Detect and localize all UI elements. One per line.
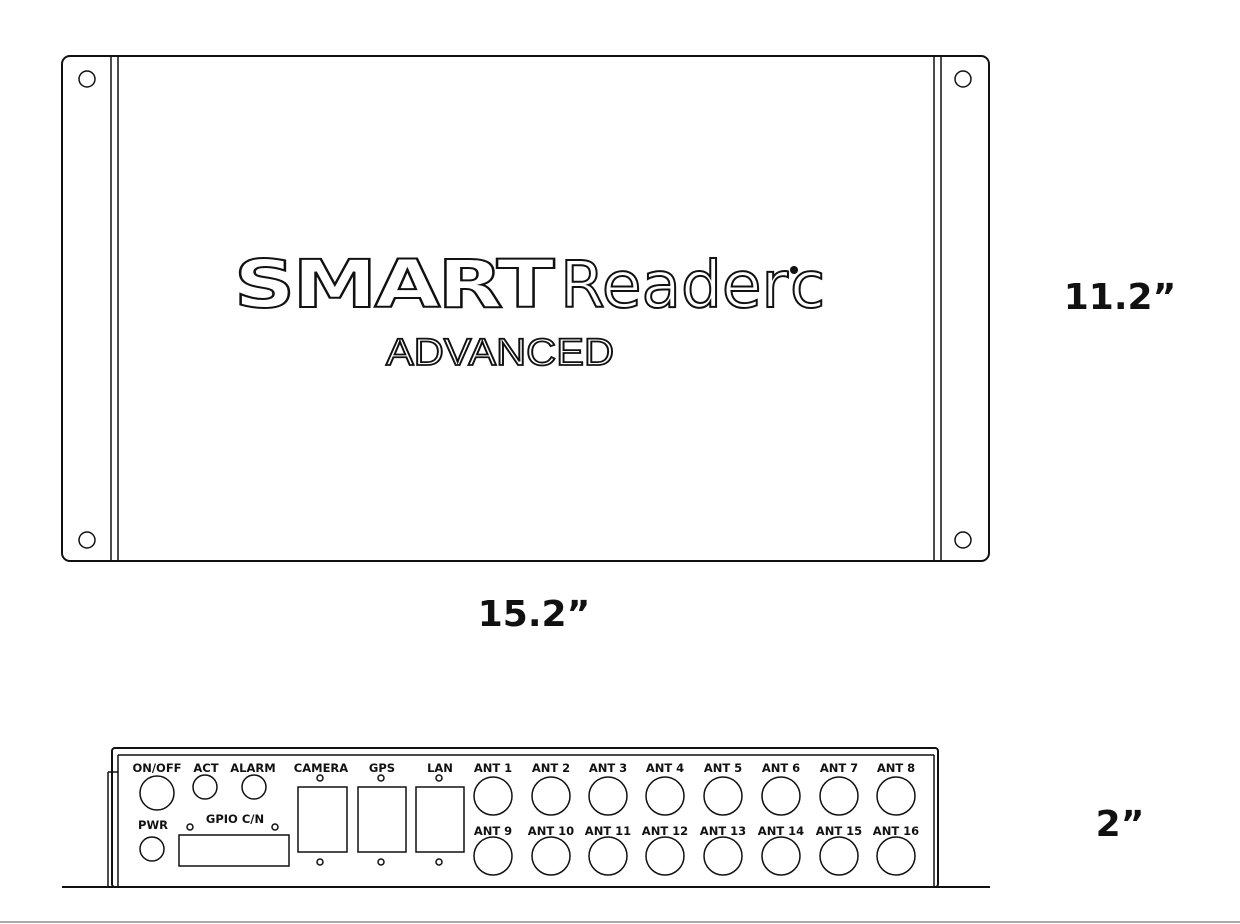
- logo-reader: Reader: [560, 249, 789, 323]
- screw-hole: [271, 823, 279, 831]
- camera-label: CAMERA: [294, 761, 348, 775]
- antenna-port: [819, 836, 859, 876]
- antenna-label: ANT 5: [704, 761, 742, 775]
- antenna-port: [819, 776, 859, 816]
- depth-dimension: 2”: [1096, 804, 1145, 845]
- screw-hole: [316, 774, 324, 782]
- antenna-label: ANT 13: [700, 824, 746, 838]
- logo-edition: ADVANCED: [386, 332, 614, 374]
- panel-outline: [111, 747, 939, 888]
- alarm-label: ALARM: [230, 761, 275, 775]
- screw-hole: [435, 858, 443, 866]
- on-off-label: ON/OFF: [132, 761, 181, 775]
- antenna-label: ANT 16: [873, 824, 919, 838]
- antenna-label: ANT 2: [532, 761, 570, 775]
- antenna-port: [876, 836, 916, 876]
- screw-hole: [377, 858, 385, 866]
- front-panel: ON/OFF ACT ALARM PWR GPIO C/N CAMERA GPS…: [62, 747, 990, 888]
- antenna-port: [876, 776, 916, 816]
- antenna-label: ANT 4: [646, 761, 684, 775]
- antenna-port: [703, 776, 743, 816]
- gpio-port: [178, 834, 290, 867]
- mounting-hole: [954, 70, 972, 88]
- screw-hole: [316, 858, 324, 866]
- antenna-label: ANT 3: [589, 761, 627, 775]
- logo-mark: c: [790, 249, 825, 323]
- enclosure-outline: [61, 55, 990, 562]
- on-off-switch: [139, 775, 175, 811]
- act-led: [192, 774, 218, 800]
- gpio-label: GPIO C/N: [206, 812, 264, 826]
- antenna-label: ANT 6: [762, 761, 800, 775]
- mounting-hole: [78, 70, 96, 88]
- antenna-port: [588, 776, 628, 816]
- antenna-label: ANT 12: [642, 824, 688, 838]
- antenna-label: ANT 8: [877, 761, 915, 775]
- antenna-label: ANT 11: [585, 824, 631, 838]
- logo-dot: [790, 266, 798, 274]
- screw-hole: [186, 823, 194, 831]
- antenna-port: [761, 836, 801, 876]
- lan-label: LAN: [427, 761, 453, 775]
- screw-hole: [377, 774, 385, 782]
- antenna-port: [703, 836, 743, 876]
- width-dimension: 15.2”: [478, 594, 590, 635]
- gps-label: GPS: [369, 761, 395, 775]
- antenna-port: [531, 836, 571, 876]
- mounting-hole: [954, 531, 972, 549]
- antenna-ports: ANT 1 ANT 2 ANT 3 ANT 4 ANT 5 ANT 6 ANT 7 ANT 8…: [473, 761, 919, 876]
- antenna-port: [473, 776, 513, 816]
- antenna-label: ANT 14: [758, 824, 804, 838]
- screw-hole: [435, 774, 443, 782]
- pwr-led: [139, 836, 165, 862]
- antenna-port: [761, 776, 801, 816]
- antenna-port: [588, 836, 628, 876]
- lan-port: [415, 786, 465, 853]
- height-dimension: 11.2”: [1064, 277, 1176, 318]
- top-view: SMART Reader c ADVANCED: [61, 55, 990, 562]
- camera-port: [297, 786, 348, 853]
- antenna-label: ANT 1: [474, 761, 512, 775]
- logo-smart: SMART: [234, 246, 555, 323]
- antenna-port: [645, 776, 685, 816]
- logo: SMART Reader c ADVANCED: [233, 245, 826, 375]
- pwr-label: PWR: [138, 818, 168, 832]
- alarm-led: [241, 774, 267, 800]
- antenna-label: ANT 7: [820, 761, 858, 775]
- act-label: ACT: [193, 761, 218, 775]
- antenna-port: [473, 836, 513, 876]
- antenna-label: ANT 15: [816, 824, 862, 838]
- antenna-port: [531, 776, 571, 816]
- antenna-label: ANT 10: [528, 824, 574, 838]
- gps-port: [357, 786, 407, 853]
- mounting-hole: [78, 531, 96, 549]
- antenna-port: [645, 836, 685, 876]
- antenna-label: ANT 9: [474, 824, 512, 838]
